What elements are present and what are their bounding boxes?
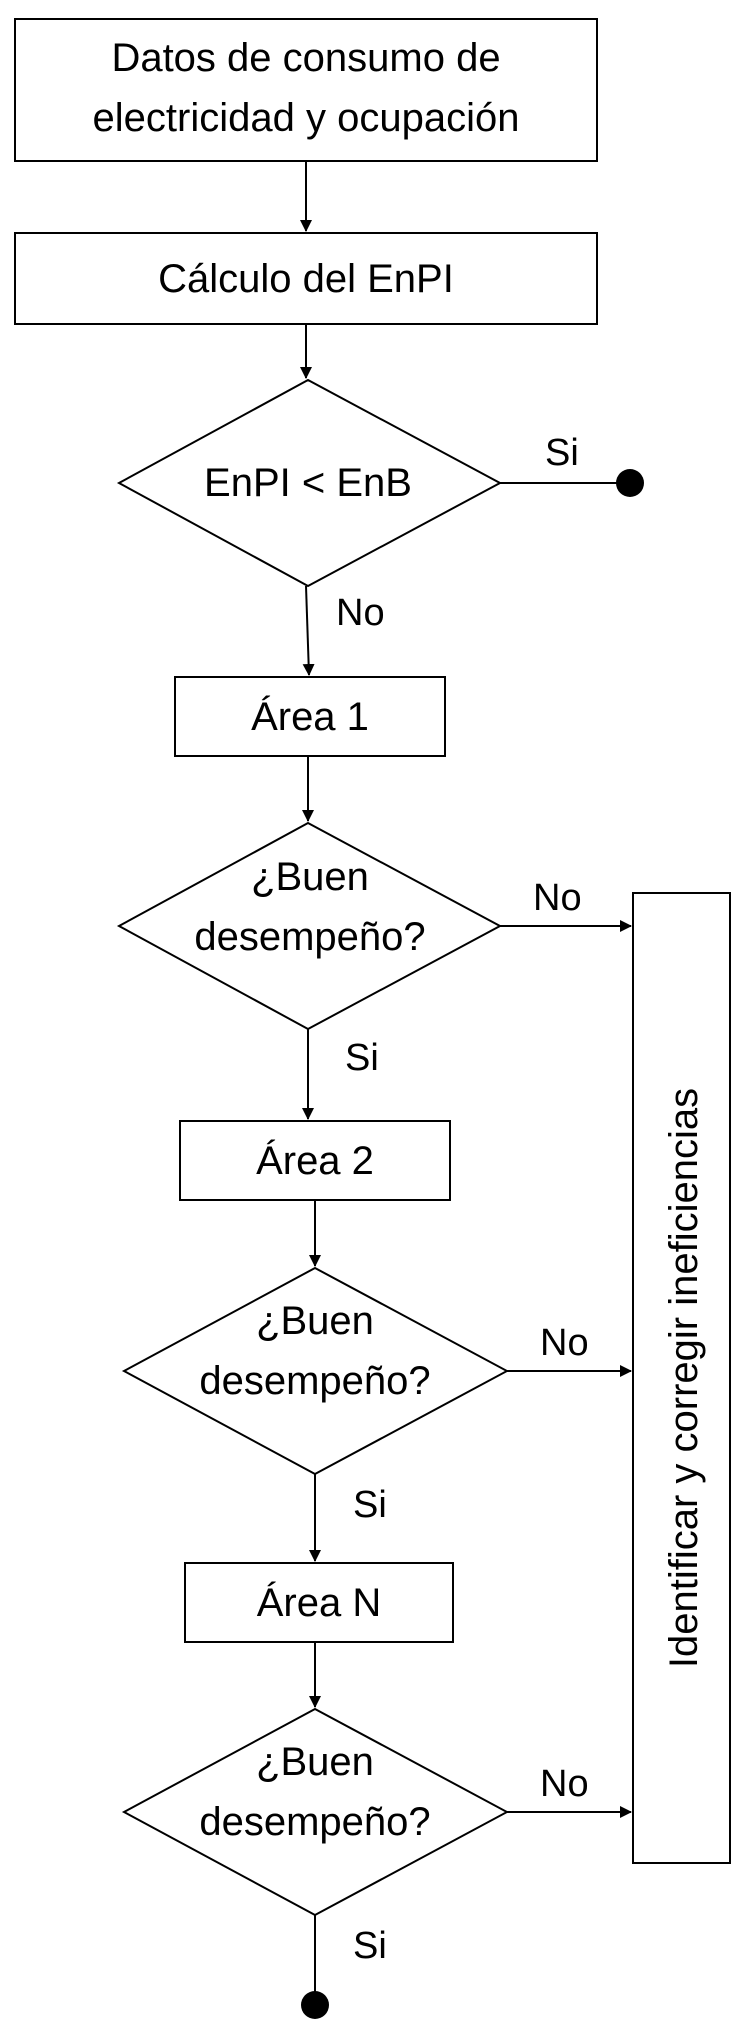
decision-3-line-1: ¿Buen [256, 1740, 374, 1784]
calc-label: Cálculo del EnPI [158, 257, 454, 301]
decision-3-yes-label: Si [353, 1925, 387, 1967]
decision-2-no-label: No [540, 1322, 589, 1364]
enpi-decision-diamond [116, 378, 503, 588]
area-2-label: Área 2 [256, 1138, 374, 1183]
decision-3-line-2: desempeño? [199, 1800, 430, 1844]
decision-2-line-2: desempeño? [199, 1359, 430, 1403]
area-n-label: Área N [257, 1580, 382, 1625]
decision-2-yes-label: Si [353, 1484, 387, 1526]
calc-box [14, 232, 598, 325]
side-box [632, 892, 731, 1864]
side-box-label: Identificar y corregir ineficiencias [662, 1088, 706, 1668]
decision-3-no-label: No [540, 1763, 589, 1805]
area-n-box [184, 1562, 454, 1643]
decision-2-line-1: ¿Buen [256, 1299, 374, 1343]
area-2-box [179, 1120, 451, 1201]
decision-1-line-2: desempeño? [194, 915, 425, 959]
enpi-no-label: No [336, 592, 385, 634]
area-1-label: Área 1 [251, 694, 369, 739]
decision-1-yes-label: Si [345, 1037, 379, 1079]
decision-1-line-1: ¿Buen [251, 855, 369, 899]
area-1-box [174, 676, 446, 757]
data-input-line-1: Datos de consumo de [111, 36, 500, 80]
data-input-line-2: electricidad y ocupación [93, 96, 520, 140]
decision-1-no-label: No [533, 877, 582, 919]
end-dot-bottom [301, 1991, 329, 2019]
arrow-enpi-no-to-area1 [302, 585, 315, 676]
enpi-yes-label: Si [545, 432, 579, 474]
end-dot-top [616, 469, 644, 497]
data-input-box [14, 18, 598, 162]
enpi-decision-label: EnPI < EnB [204, 461, 412, 505]
